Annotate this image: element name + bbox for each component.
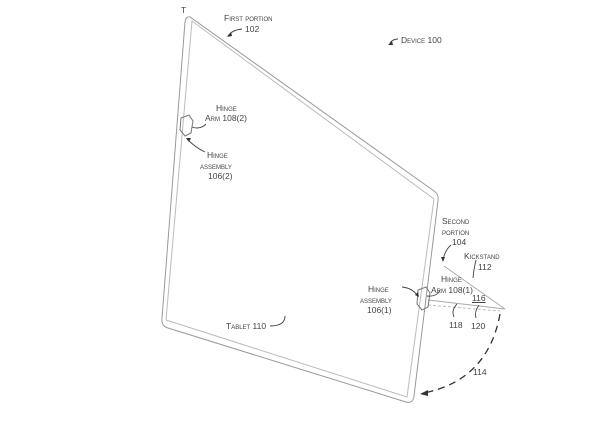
label-kickstand-num: 112	[478, 262, 492, 272]
rotation-arc-114	[423, 313, 501, 394]
kickstand-outline	[427, 265, 506, 310]
label-hinge-assembly-1c: 106(1)	[367, 305, 392, 315]
label-hinge-assembly-1b: assembly	[360, 295, 392, 305]
label-hinge-assembly-2c: 106(2)	[208, 171, 233, 181]
hinge-assembly-1-icon	[416, 286, 431, 311]
label-120: 120	[471, 321, 486, 331]
label-116: 116	[472, 293, 486, 303]
hinge-assembly-2-icon	[179, 114, 194, 137]
label-first-portion-num: 102	[245, 24, 260, 34]
label-114: 114	[473, 367, 487, 377]
label-hinge-assembly-1a: Hinge	[368, 284, 389, 294]
label-hinge-arm-2b: Arm 108(2)	[205, 113, 247, 123]
label-second-portion-a: Second	[442, 216, 470, 226]
kickstand-inner	[427, 304, 501, 312]
label-second-portion-b: portion	[442, 227, 470, 237]
label-hinge-arm-2a: Hinge	[216, 103, 237, 113]
label-hinge-assembly-2a: Hinge	[207, 150, 228, 160]
label-second-portion-c: 104	[452, 237, 467, 247]
tablet-outline	[161, 16, 439, 403]
label-hinge-assembly-2b: assembly	[200, 161, 232, 171]
label-kickstand: Kickstand	[464, 251, 500, 261]
tablet-inner-outline	[165, 20, 435, 398]
label-118: 118	[449, 320, 463, 330]
label-tablet: Tablet 110	[226, 321, 267, 331]
label-first-portion: First portion	[224, 13, 273, 23]
label-hinge-arm-1a: Hinge	[441, 274, 462, 284]
label-hinge-arm-1b: Arm 108(1)	[431, 285, 473, 295]
label-device: Device 100	[401, 35, 442, 45]
marker-t: T	[181, 5, 187, 15]
